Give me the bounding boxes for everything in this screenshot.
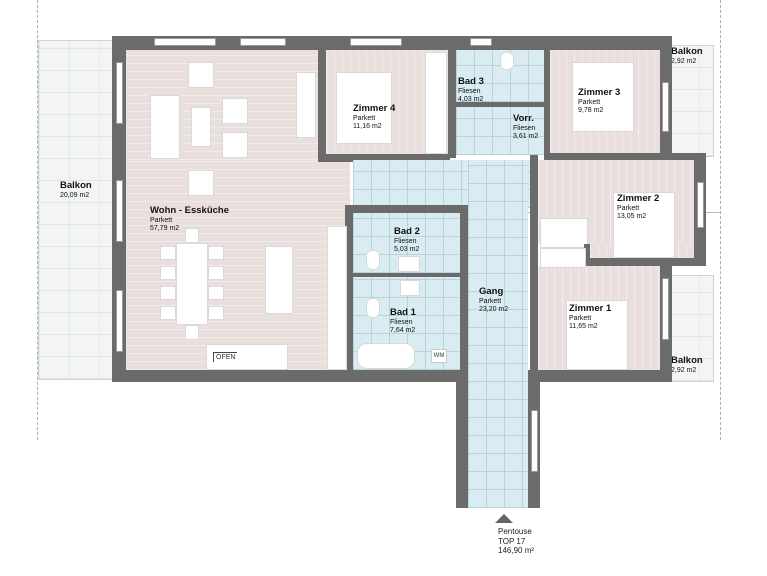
- bed-zimmer4: [336, 72, 392, 144]
- toilet-bad2: [366, 250, 380, 270]
- balkon-west: [38, 40, 116, 380]
- kitchen-island: [265, 246, 293, 314]
- sink-bad2: [398, 256, 420, 272]
- window-east-3: [662, 278, 669, 340]
- unit-area: 146,90 m²: [498, 546, 535, 556]
- window-north-4: [470, 38, 492, 46]
- armchair-2: [188, 170, 214, 196]
- window-east-2: [697, 182, 704, 228]
- room-label-gang: Gang Parkett 23,20 m2: [479, 286, 509, 313]
- dining-chair: [160, 306, 176, 320]
- wall-wohn-bad: [345, 205, 353, 370]
- balkon-ne-label: Balkon 2,92 m2: [671, 46, 703, 65]
- tv-unit: [296, 72, 316, 138]
- wardrobe-zimmer1: [540, 248, 586, 268]
- wall-wohn-zimmer4: [318, 50, 326, 158]
- balkon-ne: [668, 45, 714, 157]
- window-west-1: [116, 62, 123, 124]
- dining-chair: [208, 246, 224, 260]
- wall-bad2-south: [353, 273, 460, 277]
- dining-chair: [208, 286, 224, 300]
- window-west-2: [116, 180, 123, 242]
- dining-chair: [160, 266, 176, 280]
- wardrobe-zimmer4: [425, 52, 447, 154]
- kitchen-stove-counter: [206, 344, 288, 370]
- room-label-bad1: Bad 1 Fliesen 7,64 m2: [390, 307, 416, 334]
- dining-chair: [208, 266, 224, 280]
- guide-line-right: [720, 0, 721, 440]
- chair-2: [222, 132, 248, 158]
- window-north-3: [350, 38, 402, 46]
- armchair: [188, 62, 214, 88]
- room-label-bad2: Bad 2 Fliesen 5,03 m2: [394, 226, 420, 253]
- wall-south-east: [530, 370, 672, 382]
- balkon-se: [668, 275, 714, 382]
- window-corridor: [531, 410, 538, 472]
- balkon-se-label: Balkon 2,92 m2: [671, 355, 703, 374]
- dining-chair: [208, 306, 224, 320]
- room-label-zimmer3: Zimmer 3 Parkett 9,78 m2: [578, 87, 621, 114]
- wall-zimmer4-south: [318, 154, 450, 162]
- window-west-3: [116, 290, 123, 352]
- toilet-bad3: [500, 52, 514, 70]
- room-label-bad3: Bad 3 Fliesen 4,03 m2: [458, 76, 484, 103]
- wall-bad-block-north: [345, 205, 468, 213]
- room-label-vorraum: Vorr. Fliesen 3,61 m2: [513, 113, 539, 140]
- dining-chair: [160, 286, 176, 300]
- wall-zimmer2-south: [586, 258, 706, 266]
- oven-label: OFEN: [213, 352, 238, 362]
- kitchen-counter: [327, 226, 347, 370]
- dining-chair: [185, 228, 199, 243]
- dining-chair: [160, 246, 176, 260]
- entrance-arrow-icon: [495, 514, 513, 523]
- wall-gang-east: [530, 155, 538, 370]
- window-north-2: [240, 38, 286, 46]
- room-label-zimmer1: Zimmer 1 Parkett 11,65 m2: [569, 303, 612, 330]
- wall-zimmer2-west-lower: [584, 244, 590, 264]
- room-gang-main: [468, 160, 528, 508]
- wall-bad-block-east: [460, 205, 468, 370]
- wall-zimmer3-south: [544, 153, 706, 160]
- wardrobe-zimmer2: [540, 218, 588, 248]
- wall-south-west: [112, 370, 458, 382]
- dining-table: [176, 243, 208, 325]
- coffee-table: [191, 107, 211, 147]
- window-north-1: [154, 38, 216, 46]
- room-vorraum: [456, 107, 544, 155]
- bed-zimmer1: [566, 300, 628, 370]
- wall-bad3-south: [456, 102, 544, 107]
- unit-name: Pentouse: [498, 527, 532, 536]
- washer-label: WM: [431, 349, 447, 363]
- bathtub-bad1: [357, 343, 415, 369]
- window-east-1: [662, 82, 669, 132]
- toilet-bad1: [366, 298, 380, 318]
- wall-zimmer4-east: [448, 50, 456, 158]
- chair-1: [222, 98, 248, 124]
- unit-number: TOP 17: [498, 536, 526, 546]
- bed-zimmer2: [613, 192, 675, 258]
- sofa: [150, 95, 180, 159]
- room-label-zimmer2: Zimmer 2 Parkett 13,05 m2: [617, 193, 660, 220]
- wall-corridor-west: [456, 370, 468, 508]
- balkon-west-label: Balkon 20,09 m2: [60, 180, 92, 199]
- wall-vorr-east: [544, 50, 550, 155]
- room-label-zimmer4: Zimmer 4 Parkett 11,16 m2: [353, 103, 396, 130]
- bed-zimmer3: [572, 62, 634, 132]
- room-label-wohn: Wohn - Essküche Parkett 57,79 m2: [150, 205, 230, 232]
- guide-line-left: [37, 0, 38, 440]
- dining-chair: [185, 325, 199, 340]
- unit-stamp: Pentouse TOP 17 146,90 m²: [498, 527, 534, 556]
- sink-bad1: [400, 280, 420, 296]
